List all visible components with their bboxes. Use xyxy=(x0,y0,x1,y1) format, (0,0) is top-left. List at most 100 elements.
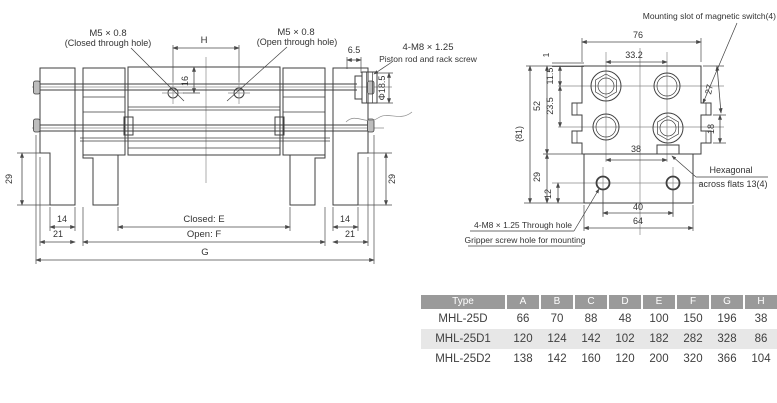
dim-14r-label: 14 xyxy=(340,214,350,224)
hex-nut-mid-right xyxy=(652,112,684,144)
body-notch-left xyxy=(123,116,134,136)
table-cell: 150 xyxy=(683,313,703,325)
mounting-slot-label: Mounting slot of magnetic switch(4) xyxy=(643,11,776,21)
dim-16-label: 16 xyxy=(180,76,190,86)
m5-closed-label-2: (Closed through hole) xyxy=(65,38,152,48)
table-cell: 160 xyxy=(581,353,601,365)
m8-label: 4-M8 × 1.25 xyxy=(403,42,454,53)
top-view-body xyxy=(571,65,712,155)
dim-64-label: 64 xyxy=(633,216,643,226)
table-cell: 102 xyxy=(615,333,635,345)
left-slider-lines xyxy=(83,96,125,113)
dim-332-label: 33.2 xyxy=(625,50,643,60)
dim-29l-label: 29 xyxy=(4,174,14,184)
dim-29r-label: 29 xyxy=(387,174,397,184)
hexagonal-label-2: across flats 13(4) xyxy=(698,179,767,189)
rod-washer xyxy=(354,75,363,100)
dim-h-label: H xyxy=(201,35,208,46)
rod-nut-facets xyxy=(366,72,373,103)
dim-29-label: 29 xyxy=(532,172,542,182)
piston-leader xyxy=(373,61,393,75)
dim-40-label: 40 xyxy=(633,202,643,212)
port-crosshairs xyxy=(162,82,250,104)
table-header-cell: G xyxy=(711,295,743,309)
table-cell: 328 xyxy=(717,333,737,345)
table-cell: 120 xyxy=(513,333,533,345)
mounting-flange xyxy=(583,153,694,204)
dim-65-label: 6.5 xyxy=(348,45,361,55)
table-cell: 196 xyxy=(717,313,737,325)
table-cell: 48 xyxy=(618,313,632,325)
dim-g-label: G xyxy=(201,247,208,258)
hex-nut-seat xyxy=(656,144,680,155)
mounting-slot-leader xyxy=(702,22,738,104)
dim-e-label: Closed: E xyxy=(183,214,224,225)
table-header-cell: D xyxy=(609,295,641,309)
gripper-hole-leader xyxy=(470,189,599,232)
table-cell: 88 xyxy=(584,313,598,325)
switch-slot-notches xyxy=(576,103,707,143)
dim-52-label: 52 xyxy=(532,101,542,111)
table-cell: 182 xyxy=(649,333,669,345)
dim-27-line xyxy=(715,65,723,114)
dim-76-label: 76 xyxy=(633,30,643,40)
break-line xyxy=(345,111,413,123)
left-pin-top xyxy=(33,80,41,95)
table-cell: 120 xyxy=(615,353,635,365)
m5-closed-label-1: M5 × 0.8 xyxy=(89,28,126,39)
dim-235-label: 23.5 xyxy=(545,97,555,115)
table-cell: 86 xyxy=(754,333,768,345)
right-pin-bottom xyxy=(367,118,375,133)
hex-nut-mid-right-bore xyxy=(659,119,677,137)
table-header-cell: B xyxy=(541,295,573,309)
hole-mid-left-bore xyxy=(595,116,617,138)
table-cell: 38 xyxy=(754,313,768,325)
dim-21r-label: 21 xyxy=(345,229,355,239)
left-dim-ext xyxy=(524,62,584,204)
table-cell: 282 xyxy=(683,333,703,345)
closed-port-leader xyxy=(130,47,185,102)
dim-81-label: (81) xyxy=(514,126,524,142)
m5-open-label-2: (Open through hole) xyxy=(257,37,338,47)
table-header-cell: Type xyxy=(421,295,505,309)
hexagonal-label-1: Hexagonal xyxy=(709,165,752,175)
dim-1-label: 1 xyxy=(541,52,551,57)
dim-115-label: 11.5 xyxy=(545,68,555,85)
hole-column-centerlines xyxy=(602,52,674,216)
rack-lines xyxy=(80,137,330,142)
guide-rail xyxy=(40,124,374,132)
table-header-cell: A xyxy=(507,295,539,309)
table-cell: 200 xyxy=(649,353,669,365)
hole-top-right xyxy=(653,72,681,100)
left-slider-block xyxy=(82,67,126,156)
dim-65-ext xyxy=(346,57,362,73)
piston-label: Piston rod and rack screw xyxy=(379,54,478,64)
table-cell: 100 xyxy=(649,313,669,325)
table-cell: 124 xyxy=(547,333,567,345)
piston-rod xyxy=(40,83,357,91)
hole-top-right-bore xyxy=(656,75,678,97)
table-cell-type: MHL-25D1 xyxy=(435,333,491,345)
dim-h-ext xyxy=(172,45,240,82)
hex-nut-top-left-bore xyxy=(597,77,615,95)
gripper-hole-label: Gripper screw hole for mounting xyxy=(465,235,586,245)
right-jaw xyxy=(289,155,326,206)
dim-21l-label: 21 xyxy=(53,229,63,239)
right-end-block xyxy=(332,67,369,206)
right-pin-top xyxy=(367,80,375,95)
dim-bottom-ext xyxy=(35,135,375,264)
rod-nut xyxy=(361,71,378,104)
table-cell: 70 xyxy=(550,313,564,325)
table-cell: 366 xyxy=(717,353,737,365)
bottom-dim-ext xyxy=(583,189,694,231)
left-pin-bottom xyxy=(33,118,41,133)
hole-mid-left xyxy=(592,113,620,141)
hex-nut-top-left-hex xyxy=(595,73,617,99)
